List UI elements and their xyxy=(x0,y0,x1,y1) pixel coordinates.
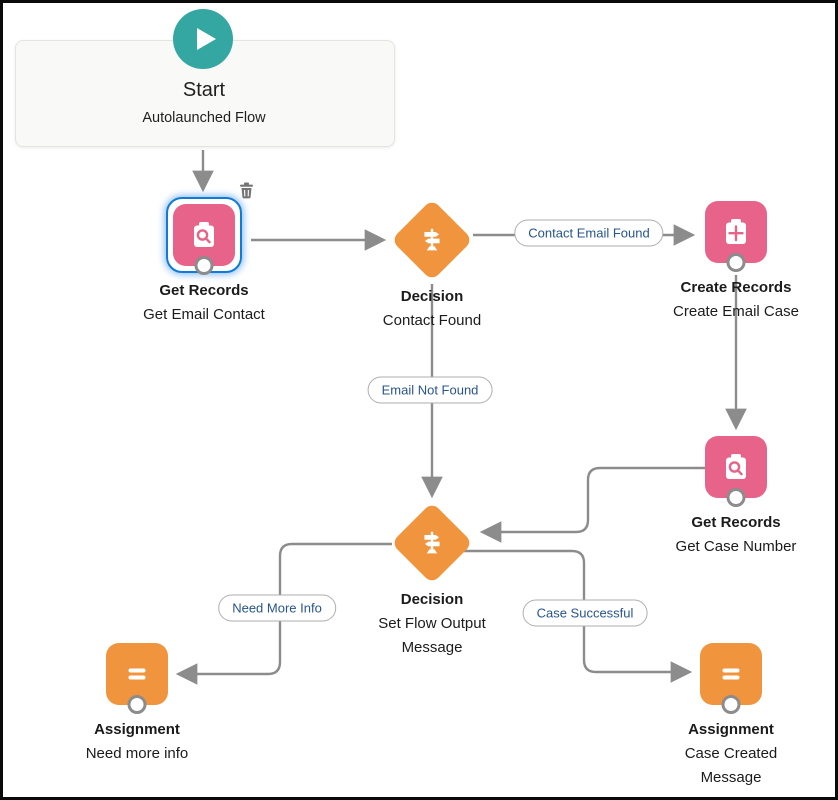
node-title: Get Records xyxy=(691,514,781,531)
node-get-records-1[interactable] xyxy=(166,197,242,275)
connector-label-case-successful[interactable]: Case Successful xyxy=(522,599,648,627)
connector-label-contact-email-found[interactable]: Contact Email Found xyxy=(514,219,664,247)
node-subtitle: Case Created Message xyxy=(684,745,778,786)
connector-dot xyxy=(721,695,741,714)
node-label-get-records-1: Get Records Get Email Contact xyxy=(139,279,269,327)
connector-dot xyxy=(726,488,746,507)
start-node-subtitle: Autolaunched Flow xyxy=(142,110,266,126)
play-icon xyxy=(197,28,216,50)
assignment-icon xyxy=(128,668,146,680)
node-subtitle: Set Flow Output Message xyxy=(378,615,486,656)
node-subtitle: Need more info xyxy=(85,745,189,762)
node-title: Create Records xyxy=(680,279,792,296)
node-subtitle: Get Email Contact xyxy=(143,306,265,323)
start-play-button[interactable] xyxy=(173,9,233,69)
node-title: Assignment xyxy=(94,721,180,738)
connector-label-need-more-info[interactable]: Need More Info xyxy=(218,594,336,622)
get-records-icon xyxy=(194,220,214,247)
connector-get-case-number-to-decision-2 xyxy=(479,466,705,543)
connector-dot xyxy=(726,253,746,272)
node-assignment-1[interactable] xyxy=(106,643,168,714)
delete-icon[interactable] xyxy=(239,182,254,199)
node-label-decision-1: Decision Contact Found xyxy=(367,285,497,333)
connector-dot xyxy=(194,256,214,275)
connector-label-email-not-found[interactable]: Email Not Found xyxy=(367,376,493,404)
node-subtitle: Create Email Case xyxy=(673,303,799,320)
node-label-get-records-2: Get Records Get Case Number xyxy=(671,511,801,559)
node-label-assignment-2: Assignment Case Created Message xyxy=(666,718,796,790)
node-title: Decision xyxy=(400,591,464,608)
node-decision-1[interactable] xyxy=(390,198,474,282)
decision-icon xyxy=(424,531,440,554)
node-decision-2[interactable] xyxy=(390,501,474,585)
node-label-assignment-1: Assignment Need more info xyxy=(72,718,202,766)
node-label-decision-2: Decision Set Flow Output Message xyxy=(367,588,497,660)
node-get-records-2[interactable] xyxy=(705,436,767,507)
connector-dot xyxy=(127,695,147,714)
node-subtitle: Get Case Number xyxy=(675,538,797,555)
node-create-records[interactable] xyxy=(705,201,767,272)
node-subtitle: Contact Found xyxy=(382,312,482,329)
decision-icon xyxy=(424,228,440,251)
node-label-create-records: Create Records Create Email Case xyxy=(671,276,801,324)
get-records-icon xyxy=(726,452,746,479)
get-records-node-body xyxy=(173,204,235,275)
node-assignment-2[interactable] xyxy=(700,643,762,714)
node-title: Assignment xyxy=(688,721,774,738)
node-title: Decision xyxy=(400,288,464,305)
assignment-icon xyxy=(722,668,740,680)
create-records-icon xyxy=(726,217,746,244)
start-node-title: Start xyxy=(182,79,226,101)
node-title: Get Records xyxy=(159,282,249,299)
